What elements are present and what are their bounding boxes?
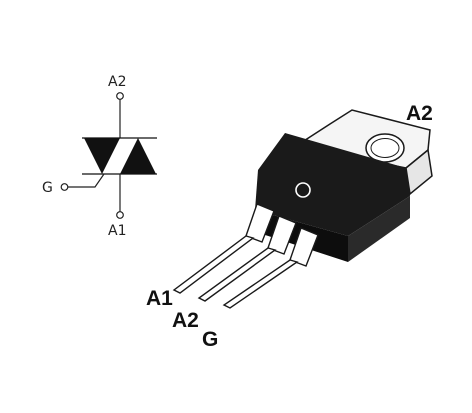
lead-a1 <box>172 203 275 294</box>
lead-a2 <box>197 215 297 302</box>
package-leads <box>172 203 319 309</box>
gate-terminal-circle <box>60 183 69 191</box>
triac-triangle-down <box>84 138 120 174</box>
lead-g <box>222 227 319 309</box>
pin-a1-label: A1 <box>146 287 173 310</box>
to220-package: A2 A1 A2 G <box>146 102 433 351</box>
symbol-a2-label: A2 <box>108 74 126 90</box>
a1-terminal-circle <box>116 211 124 219</box>
gate-lead-line <box>68 173 105 188</box>
symbol-a1-label: A1 <box>108 223 126 239</box>
triac-schematic-symbol: A2 A1 G <box>42 74 157 239</box>
triac-triangle-up <box>120 138 156 174</box>
a2-terminal-circle <box>116 92 124 100</box>
symbol-g-label: G <box>42 180 53 196</box>
body-mark-dot <box>295 182 311 198</box>
pin-a2-label: A2 <box>172 309 199 332</box>
pin-g-label: G <box>202 328 218 351</box>
tab-a2-label: A2 <box>406 102 433 125</box>
